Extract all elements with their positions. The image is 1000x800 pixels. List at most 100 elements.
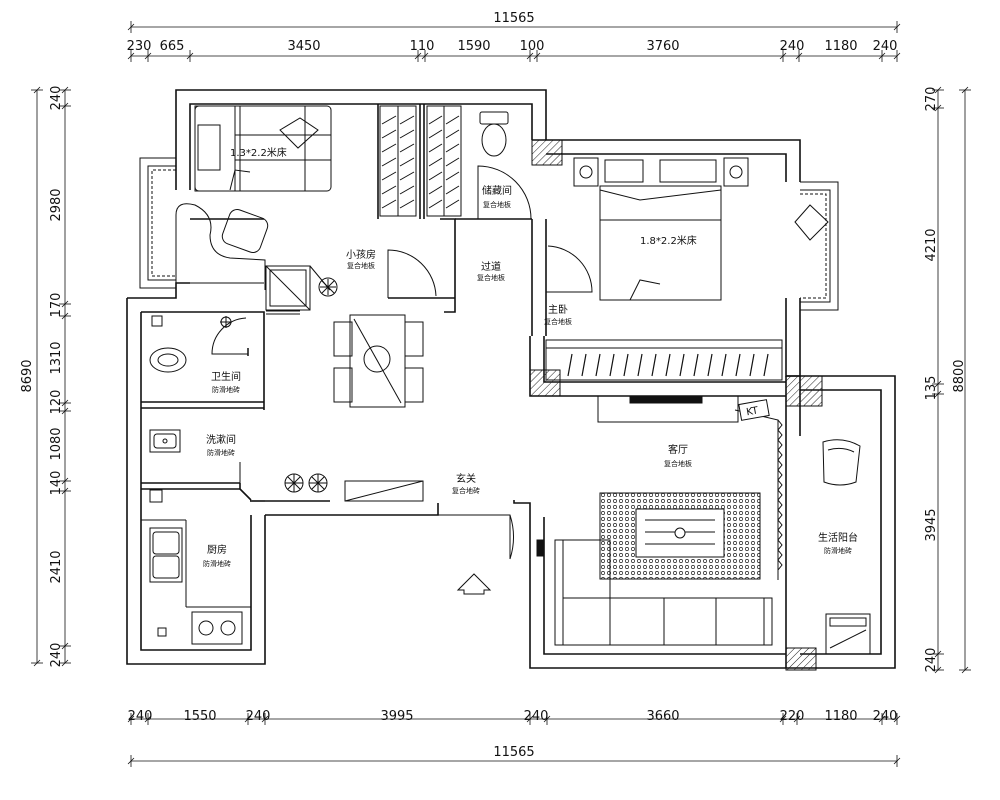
hanger-line [721, 353, 727, 377]
dim-tick-bottom-slash [144, 715, 152, 723]
dim-tick-left-slash [61, 642, 69, 650]
hanger-line [651, 353, 657, 377]
bottom-dim-2: 1550 [183, 709, 216, 724]
sofa [554, 539, 773, 646]
left-dim-4: 1310 [49, 341, 64, 374]
dim-tick-top-slash [533, 52, 541, 60]
right-dim-5: 240 [924, 648, 939, 673]
rug-and-coffee-table [599, 492, 761, 580]
hanger-line [399, 157, 415, 167]
hanger-line [381, 115, 397, 125]
squat-toilet [149, 315, 187, 373]
tv-tag: KT [738, 399, 770, 421]
master-bed-size: 1.8*2.2米床 [640, 234, 697, 247]
tv-cabinet [597, 395, 783, 580]
kitchen-sink [141, 519, 251, 608]
dim-tick-top-slash [526, 52, 534, 60]
dim-tick-left-slash [61, 487, 69, 495]
living-name: 客厅 [668, 443, 688, 456]
hanger-line [445, 199, 460, 209]
dimension-left [36, 90, 66, 663]
hanger-line [399, 185, 415, 195]
hanger-line [735, 353, 741, 377]
dim-tick-right-total-slash [961, 666, 969, 674]
wardrobe [379, 105, 462, 217]
wash-basin [149, 429, 181, 503]
dim-tick-right-slash [934, 650, 942, 658]
hanger-line [428, 115, 443, 125]
dim-tick-top-slash [878, 52, 886, 60]
dimension-bottom [131, 718, 897, 762]
small-bed-size: 1.3*2.2米床 [230, 146, 287, 159]
hanger-line [445, 129, 460, 139]
hanger-line [399, 129, 415, 139]
study-name: 小孩房 [346, 248, 376, 261]
hanger-line [679, 353, 685, 377]
hanger-line [637, 353, 643, 377]
left-dim-9: 240 [49, 643, 64, 668]
hanger-line [381, 185, 397, 195]
kitchen-floor: 防滑地砖 [203, 559, 231, 568]
hanger-line [707, 353, 713, 377]
top-dim-4: 110 [410, 39, 435, 54]
left-dim-7: 140 [49, 471, 64, 496]
bottom-dim-1: 240 [128, 709, 153, 724]
dimension-right [937, 90, 966, 670]
bottom-dim-6: 3660 [646, 709, 679, 724]
structural-columns [529, 139, 823, 671]
dim-tick-left-slash [61, 102, 69, 110]
top-dim-6: 100 [520, 39, 545, 54]
dim-tick-bottom-slash [261, 715, 269, 723]
top-dim-2: 665 [160, 39, 185, 54]
single-bed [194, 105, 332, 192]
master-floor: 复合地板 [544, 317, 572, 326]
laundry-floor: 防滑地砖 [207, 448, 235, 457]
dim-tick-left-total-slash [33, 659, 41, 667]
dimension-top [131, 26, 897, 57]
dim-tick-top-slash [414, 52, 422, 60]
bath-floor: 防滑地砖 [212, 385, 240, 394]
top-dim-1: 230 [127, 39, 152, 54]
left-dim-2: 2980 [49, 188, 64, 221]
entry-floor: 复合地砖 [452, 486, 480, 495]
kitchen-name: 厨房 [207, 543, 227, 556]
hanger-line [428, 185, 443, 195]
plant-icon [318, 277, 338, 297]
dim-tick-top-slash [795, 52, 803, 60]
window-dashes [266, 310, 300, 315]
bottom-dim-5: 240 [524, 709, 549, 724]
entry-plants [284, 473, 424, 502]
cabinet [190, 265, 331, 311]
dim-tick-bottom-slash [543, 715, 551, 723]
top-dim-10: 240 [873, 39, 898, 54]
dim-tick-bottom-slash [779, 715, 787, 723]
right-dim-1: 270 [924, 87, 939, 112]
walls [126, 89, 896, 669]
tv-label: KT [745, 405, 759, 418]
hanger-line [693, 353, 699, 377]
corridor-floor: 复合地板 [477, 273, 505, 282]
dim-tick-left-slash [61, 86, 69, 94]
hanger-line [381, 199, 397, 209]
hanger-line [428, 171, 443, 181]
dim-tick-right-slash [934, 390, 942, 398]
hanger-line [381, 143, 397, 153]
dim-tick-top-slash [893, 52, 901, 60]
hanger-line [399, 171, 415, 181]
entry-name: 玄关 [456, 472, 476, 485]
dim-tick-top-slash [144, 52, 152, 60]
dim-tick-bottom-slash [878, 715, 886, 723]
top-dimension-labels: 230 665 3450 110 1590 100 3760 240 1180 … [127, 39, 898, 54]
hanger-line [445, 171, 460, 181]
top-dim-9: 1180 [824, 39, 857, 54]
room-labels: 小孩房 复合地板 储藏间 复合地板 过道 复合地板 主卧 复合地板 卫生间 防滑… [203, 184, 858, 568]
dim-tick-left-slash [61, 312, 69, 320]
top-dim-5: 1590 [457, 39, 490, 54]
left-dim-5: 120 [49, 390, 64, 415]
dim-tick-bottom-slash [526, 715, 534, 723]
bottom-dim-9: 240 [873, 709, 898, 724]
right-dimension-labels: 270 4210 135 3945 240 [924, 87, 939, 673]
hanger-line [445, 185, 460, 195]
toilet [479, 111, 509, 157]
